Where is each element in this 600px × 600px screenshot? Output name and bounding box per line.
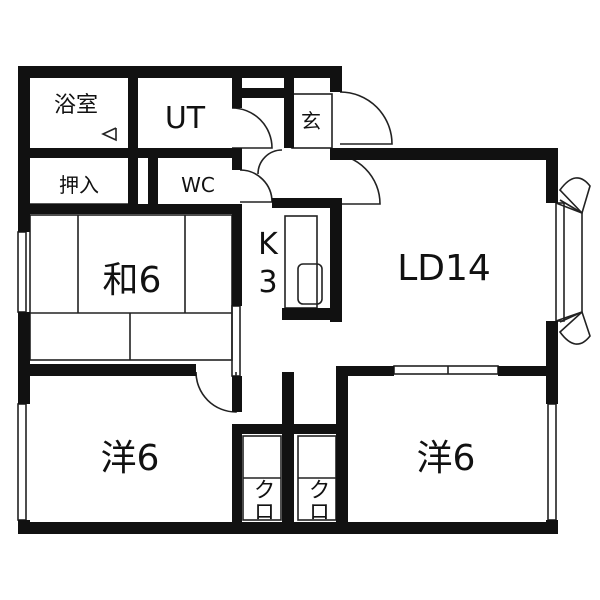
bay-window <box>555 177 591 345</box>
closet-left-label: クロ <box>250 478 275 522</box>
walls <box>18 66 558 534</box>
window-ld-bottom <box>393 365 499 375</box>
door-swing-hall <box>257 149 283 175</box>
door-swing-ut <box>231 107 273 149</box>
kuro-left-lines <box>242 435 282 521</box>
entrance-label: 玄 <box>301 109 321 133</box>
tatami-lines <box>29 214 233 361</box>
window-right-western <box>547 403 557 521</box>
closet-right-label: クロ <box>305 478 330 522</box>
bath-label: 浴室 <box>54 93 98 118</box>
western-room-right-label: 洋6 <box>417 438 476 479</box>
labels: 浴室 UT 玄 押入 WC K 3 LD14 和6 洋6 洋6 クロ クロ <box>54 93 491 522</box>
window-washitsu-interior <box>231 305 241 377</box>
window-left-western <box>17 403 27 521</box>
window-left-washitsu <box>17 231 27 313</box>
oshiire-label: 押入 <box>59 173 99 197</box>
living-dining-label: LD14 <box>397 248 491 289</box>
washitsu-label: 和6 <box>103 260 162 301</box>
utility-label: UT <box>165 101 206 136</box>
wc-label: WC <box>181 173 215 197</box>
western-room-left-label: 洋6 <box>101 438 160 479</box>
door-swing-wc <box>239 169 273 203</box>
kitchen-k-label: K <box>258 227 279 262</box>
door-swing-bath <box>101 127 117 142</box>
kitchen-size-label: 3 <box>258 265 277 300</box>
door-swing-entrance <box>339 91 393 145</box>
